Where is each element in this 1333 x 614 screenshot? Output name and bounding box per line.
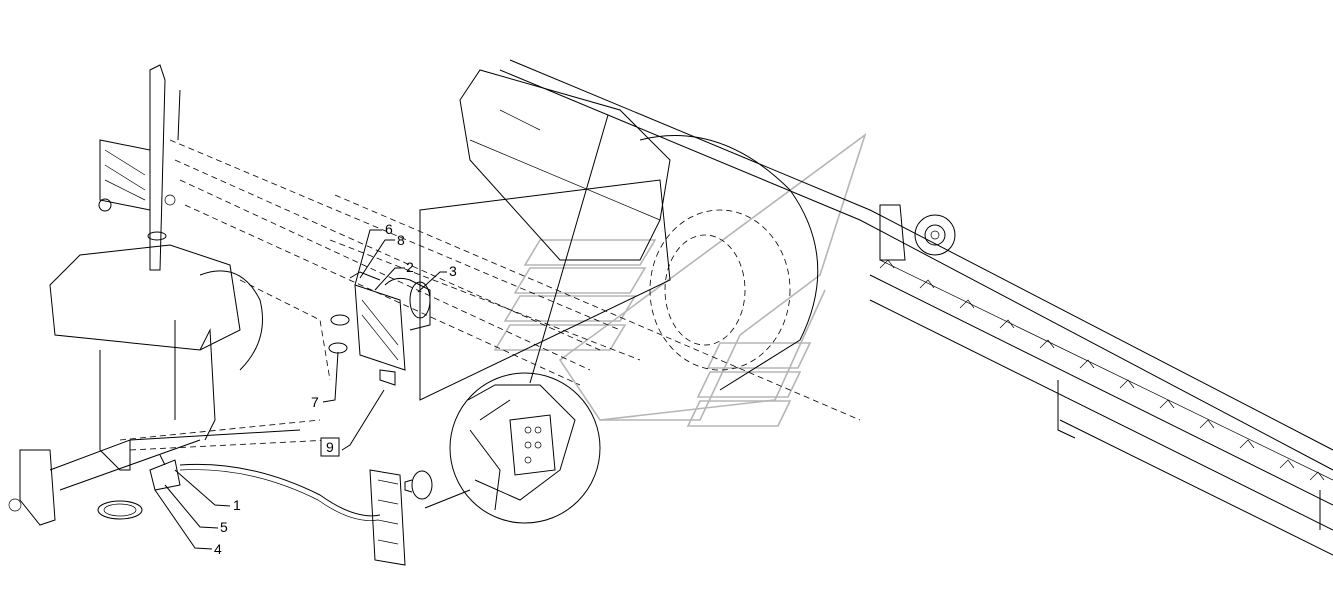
callout-9: 9 [320,437,340,457]
callout-7: 7 [311,394,319,410]
callout-8: 8 [397,232,405,248]
wheel [639,135,819,391]
callout-6: 6 [385,221,393,237]
callout-1: 1 [233,497,241,513]
machine-frame [8,59,1333,566]
leader-lines [154,229,447,550]
callout-labels: 6 8 2 3 7 9 1 5 4 [214,221,457,557]
callout-2: 2 [406,259,414,275]
callout-3: 3 [449,263,457,279]
callout-5: 5 [220,519,228,535]
detail-view-circle [424,114,609,524]
callout-4: 4 [214,541,222,557]
light-bracket-left [98,139,176,241]
lamp-assembly [328,271,431,386]
callout-9-text: 9 [326,439,334,455]
watermark-logo [493,132,867,427]
gear-hub [914,214,956,256]
sensor-cable [97,454,433,521]
cutter-teeth [879,259,1325,481]
